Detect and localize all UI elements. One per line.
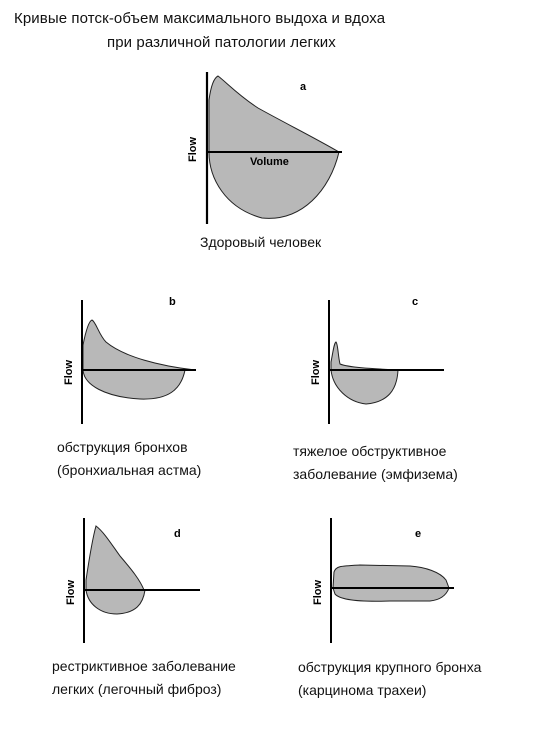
panel-b-letter: b [169,296,176,308]
panel-e-flow-label: Flow [312,580,324,605]
panel-e-inspiratory-loop [332,587,450,602]
panel-c-caption: тяжелое обструктивное заболевание (эмфиз… [293,440,458,486]
panel-c: Flow c [310,296,444,424]
panel-b-inspiratory-loop [82,369,186,400]
panel-b-caption-line-1: обструкция бронхов [57,439,188,455]
panel-e: Flow e [312,518,454,643]
panel-d-caption-line-2: легких (легочный фиброз) [52,681,222,697]
panel-d-caption: рестриктивное заболевание легких (легочн… [52,655,236,701]
figure-title-line-2: при различной патологии легких [107,34,336,51]
panel-b: Flow b [63,296,196,424]
panel-b-flow-label: Flow [63,360,75,385]
panel-a: Flow Volume a [187,72,342,224]
panel-a-flow-label: Flow [187,137,199,162]
panel-d: Flow d [65,518,200,643]
panel-c-inspiratory-loop [330,369,399,405]
panel-e-caption: обструкция крупного бронха (карцинома тр… [298,656,481,702]
panel-a-letter: a [300,81,307,93]
panel-d-flow-label: Flow [65,580,77,605]
panel-b-expiratory-loop [82,319,196,371]
panel-c-caption-line-1: тяжелое обструктивное [293,443,447,459]
panel-d-caption-line-1: рестриктивное заболевание [52,658,236,674]
panel-c-letter: c [412,296,418,308]
panel-e-caption-line-1: обструкция крупного бронха [298,659,482,675]
panel-e-letter: e [415,528,421,540]
panel-e-caption-line-2: (карцинома трахеи) [298,682,427,698]
panel-d-inspiratory-loop [85,589,146,615]
panel-a-caption: Здоровый человек [200,231,321,254]
panel-c-expiratory-loop [330,341,399,371]
panel-a-expiratory-loop [208,75,341,153]
panel-d-expiratory-loop [85,525,145,591]
panel-a-inspiratory-loop [208,151,340,219]
panel-c-caption-line-2: заболевание (эмфизема) [293,466,458,482]
figure-title-line-1: Кривые потск-объем максимального выдоха … [14,10,386,27]
panel-a-volume-label: Volume [250,156,289,168]
panel-b-caption: обструкция бронхов (бронхиальная астма) [57,436,201,482]
panel-b-caption-line-2: (бронхиальная астма) [57,462,202,478]
panel-c-flow-label: Flow [310,360,322,385]
panel-d-letter: d [174,528,181,540]
panel-e-expiratory-loop [332,564,450,589]
panel-a-caption-line-1: Здоровый человек [200,234,322,250]
